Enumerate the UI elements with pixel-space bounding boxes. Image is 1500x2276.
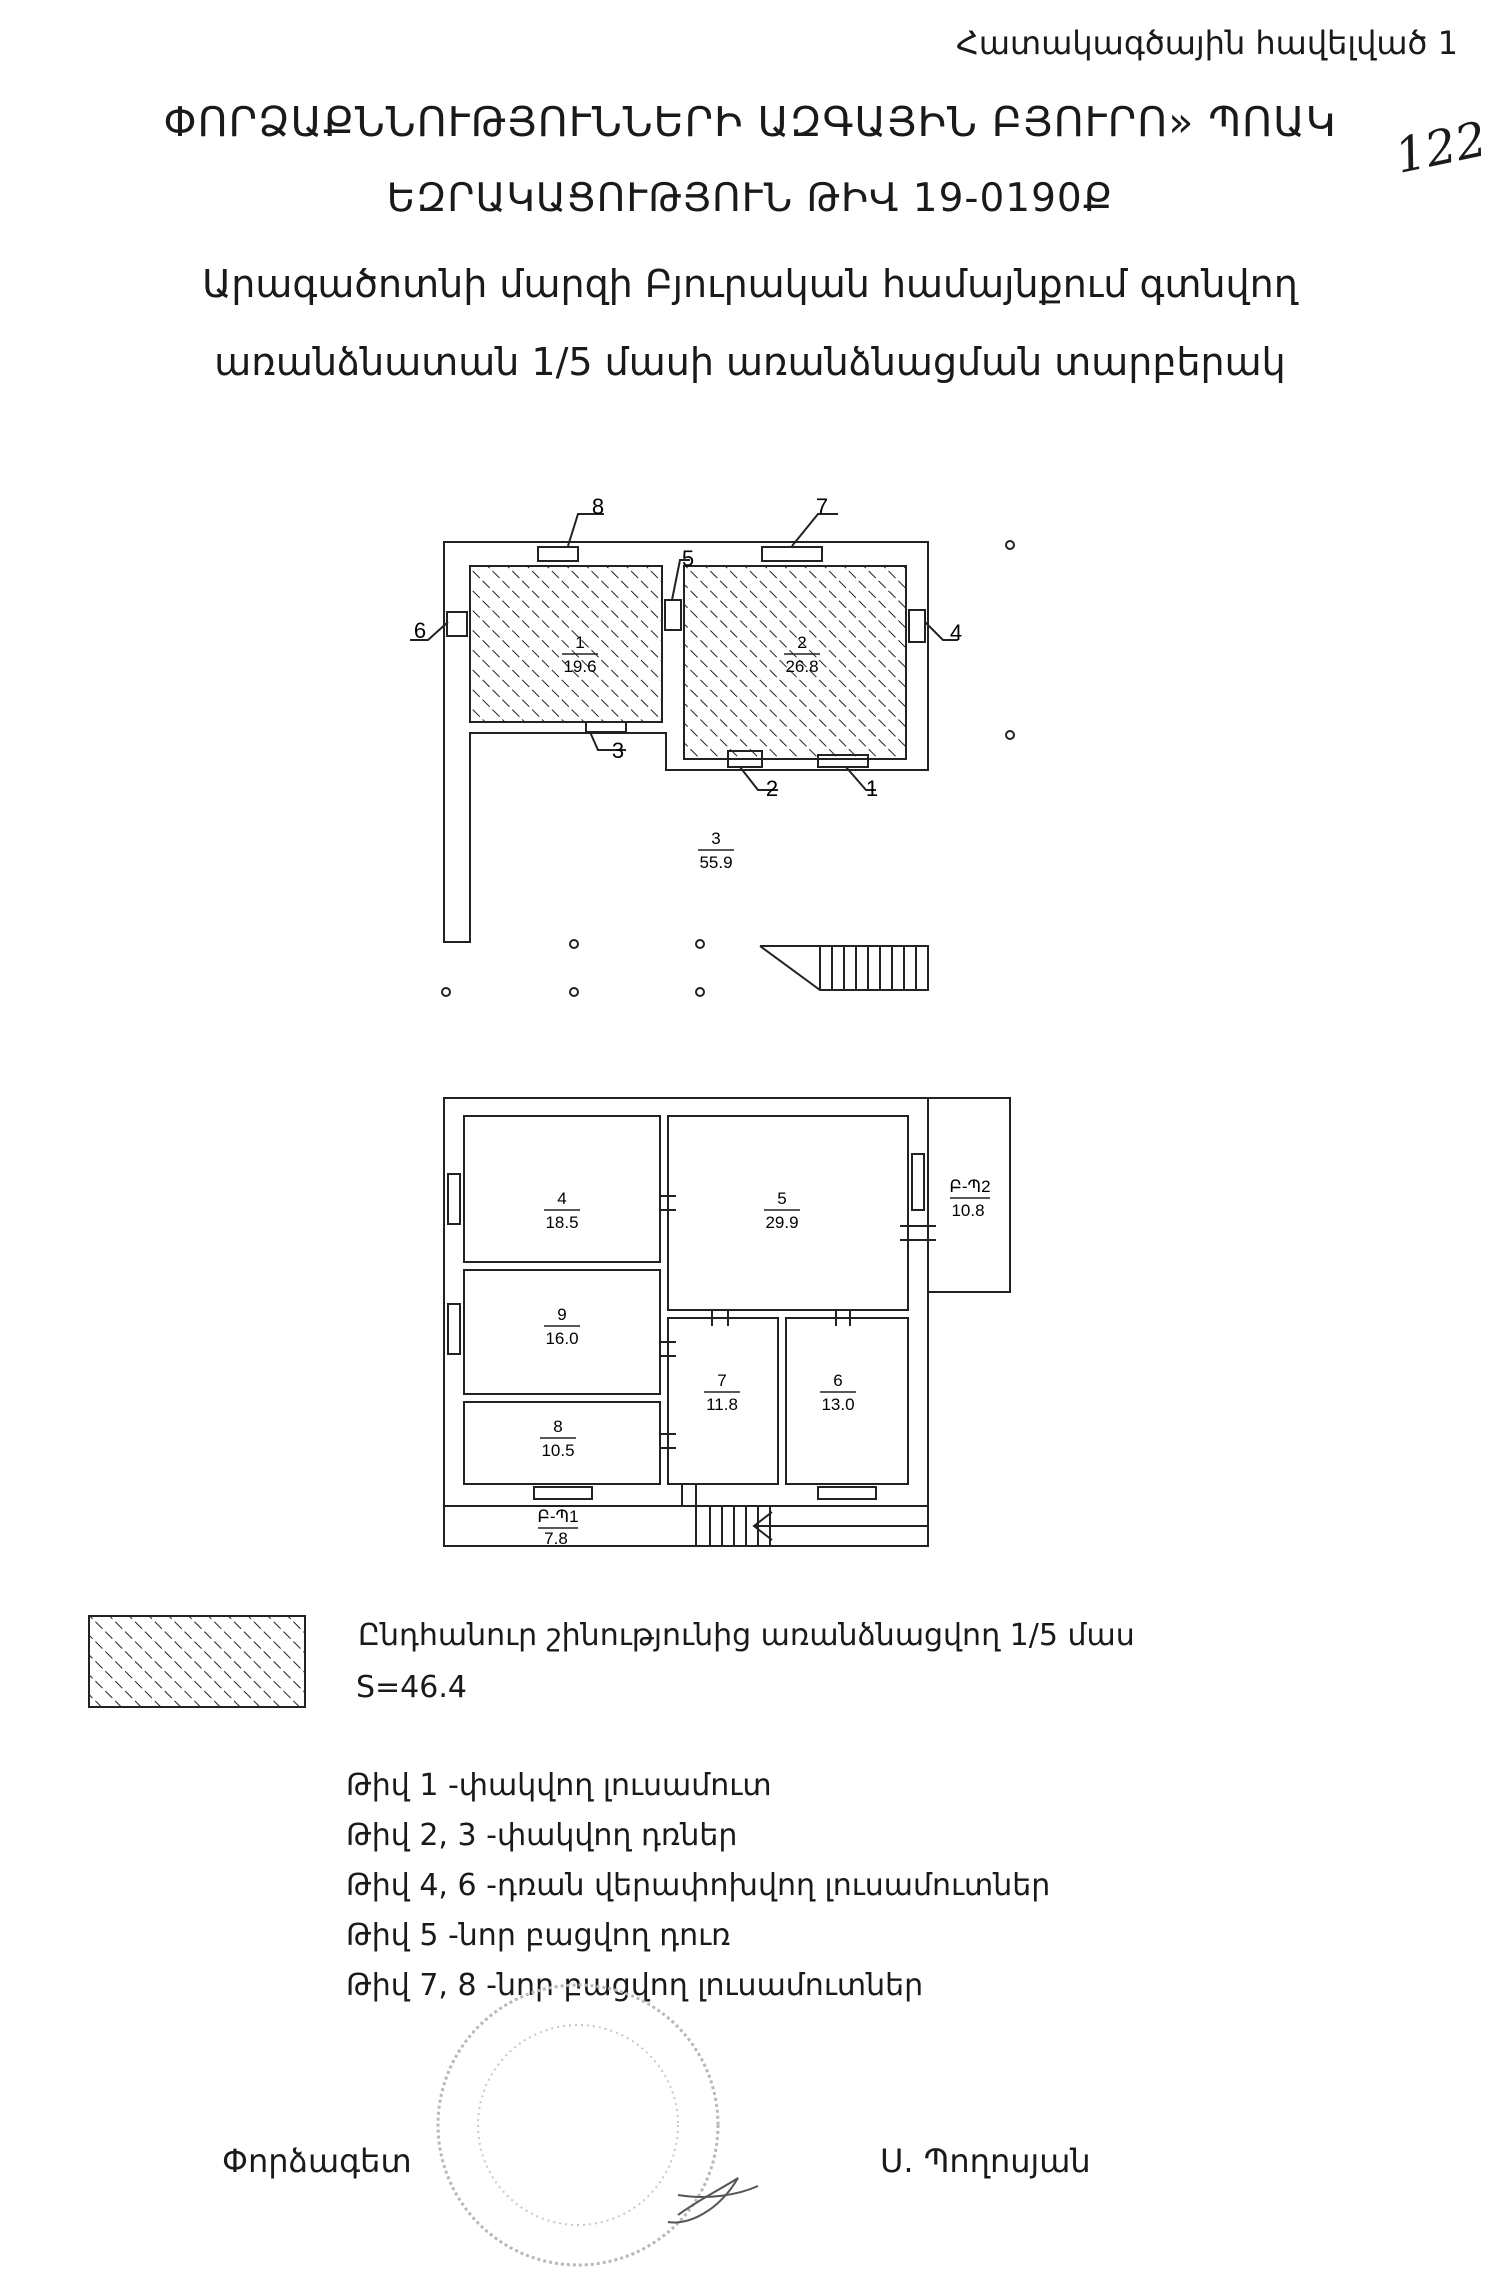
room-3-label: 3 55.9 xyxy=(698,829,734,872)
expert-label: Փորձագետ xyxy=(222,2142,412,2180)
svg-text:2: 2 xyxy=(797,633,806,652)
room-6-outline xyxy=(785,1317,909,1485)
svg-text:1: 1 xyxy=(575,633,584,652)
window-6 xyxy=(446,611,468,637)
callout-5: 5 xyxy=(682,546,694,571)
window-1 xyxy=(817,754,869,768)
door-5 xyxy=(664,599,682,631)
note-1: Թիվ 1 -փակվող լուսամուտ xyxy=(346,1768,772,1803)
room-8-label: 8 10.5 xyxy=(540,1417,576,1460)
room-6-label: 6 13.0 xyxy=(820,1371,856,1414)
room-7-label: 7 11.8 xyxy=(704,1371,740,1414)
svg-text:7: 7 xyxy=(717,1371,726,1390)
room-2-hatched xyxy=(683,565,907,760)
upper-dots xyxy=(441,540,1015,997)
lower-stair xyxy=(695,1505,929,1547)
callout-4: 4 xyxy=(950,620,962,645)
window-8 xyxy=(537,546,579,562)
svg-text:18.5: 18.5 xyxy=(545,1213,578,1232)
svg-text:5: 5 xyxy=(777,1189,786,1208)
room-2-label: 2 26.8 xyxy=(784,633,820,676)
svg-text:11.8: 11.8 xyxy=(706,1395,738,1414)
legend-hatch-swatch xyxy=(88,1615,306,1708)
room-4-outline xyxy=(463,1115,661,1263)
balcony-2 xyxy=(927,1097,1011,1293)
room-1-label: 1 19.6 xyxy=(562,633,598,676)
note-2: Թիվ 2, 3 -փակվող դռներ xyxy=(346,1818,738,1853)
upper-stair-treads xyxy=(819,946,917,990)
legend-area: S=46.4 xyxy=(356,1670,467,1705)
svg-text:9: 9 xyxy=(557,1305,566,1324)
callout-3: 3 xyxy=(612,738,624,763)
room-8-outline xyxy=(463,1401,661,1485)
note-5: Թիվ 7, 8 -նոր բացվող լուսամուտներ xyxy=(346,1968,924,2003)
note-4: Թիվ 5 -նոր բացվող դուռ xyxy=(346,1918,731,1953)
conclusion-number: ԵԶՐԱԿԱՑՈՒԹՅՈՒՆ ԹԻՎ 19-0190Ք xyxy=(386,176,1114,221)
room-9-outline xyxy=(463,1269,661,1395)
svg-text:55.9: 55.9 xyxy=(699,853,732,872)
description-line-2: առանձնատան 1/5 մասի առանձնացման տարբերակ xyxy=(214,340,1286,384)
callout-7: 7 xyxy=(816,494,828,519)
door-2 xyxy=(727,750,763,768)
svg-text:10.8: 10.8 xyxy=(951,1201,984,1220)
callout-2: 2 xyxy=(766,776,778,801)
room-7-outline xyxy=(667,1317,779,1485)
description-line-1: Արագածոտնի մարզի Բյուրական համայնքում գտ… xyxy=(202,262,1298,306)
upper-floor-plan xyxy=(410,513,958,991)
balcony-2-label: Բ-Պ2 10.8 xyxy=(949,1177,990,1220)
lower-floor-plan xyxy=(443,1097,1011,1547)
svg-text:29.9: 29.9 xyxy=(765,1213,798,1232)
door-3 xyxy=(585,721,627,733)
room-9-label: 9 16.0 xyxy=(544,1305,580,1348)
svg-text:26.8: 26.8 xyxy=(785,657,818,676)
svg-text:10.5: 10.5 xyxy=(541,1441,574,1460)
legend-text: Ընդհանուր շինությունից առանձնացվող 1/5 մ… xyxy=(358,1618,1135,1653)
window-7 xyxy=(761,546,823,562)
callout-1: 1 xyxy=(866,776,878,801)
callout-6: 6 xyxy=(414,618,426,643)
callout-8: 8 xyxy=(592,494,604,519)
appendix-label: Հատակագծային հավելված 1 xyxy=(955,24,1458,62)
balcony-1-label: Բ-Պ1 7.8 xyxy=(537,1507,578,1548)
room-1-hatched xyxy=(469,565,663,723)
room-5-outline xyxy=(667,1115,909,1311)
note-3: Թիվ 4, 6 -դռան վերափոխվող լուսամուտներ xyxy=(346,1868,1051,1903)
svg-text:3: 3 xyxy=(711,829,720,848)
window-4 xyxy=(908,609,926,643)
svg-text:4: 4 xyxy=(557,1189,566,1208)
svg-text:Բ-Պ2: Բ-Պ2 xyxy=(949,1177,990,1196)
svg-text:13.0: 13.0 xyxy=(821,1395,854,1414)
svg-text:16.0: 16.0 xyxy=(545,1329,578,1348)
organization-title: ՓՈՐՁԱՔՆՆՈՒԹՅՈՒՆՆԵՐԻ ԱԶԳԱՅԻՆ ԲՅՈՒՐՈ» ՊՈԱԿ xyxy=(163,98,1337,146)
svg-text:19.6: 19.6 xyxy=(563,657,596,676)
svg-text:8: 8 xyxy=(553,1417,562,1436)
expert-name: Ս. Պողոսյան xyxy=(880,2142,1091,2180)
svg-text:6: 6 xyxy=(833,1371,842,1390)
room-5-label: 5 29.9 xyxy=(764,1189,800,1232)
svg-text:Բ-Պ1: Բ-Պ1 xyxy=(537,1507,578,1526)
room-4-label: 4 18.5 xyxy=(544,1189,580,1232)
svg-text:7.8: 7.8 xyxy=(544,1529,568,1548)
official-stamp xyxy=(436,1983,759,2267)
